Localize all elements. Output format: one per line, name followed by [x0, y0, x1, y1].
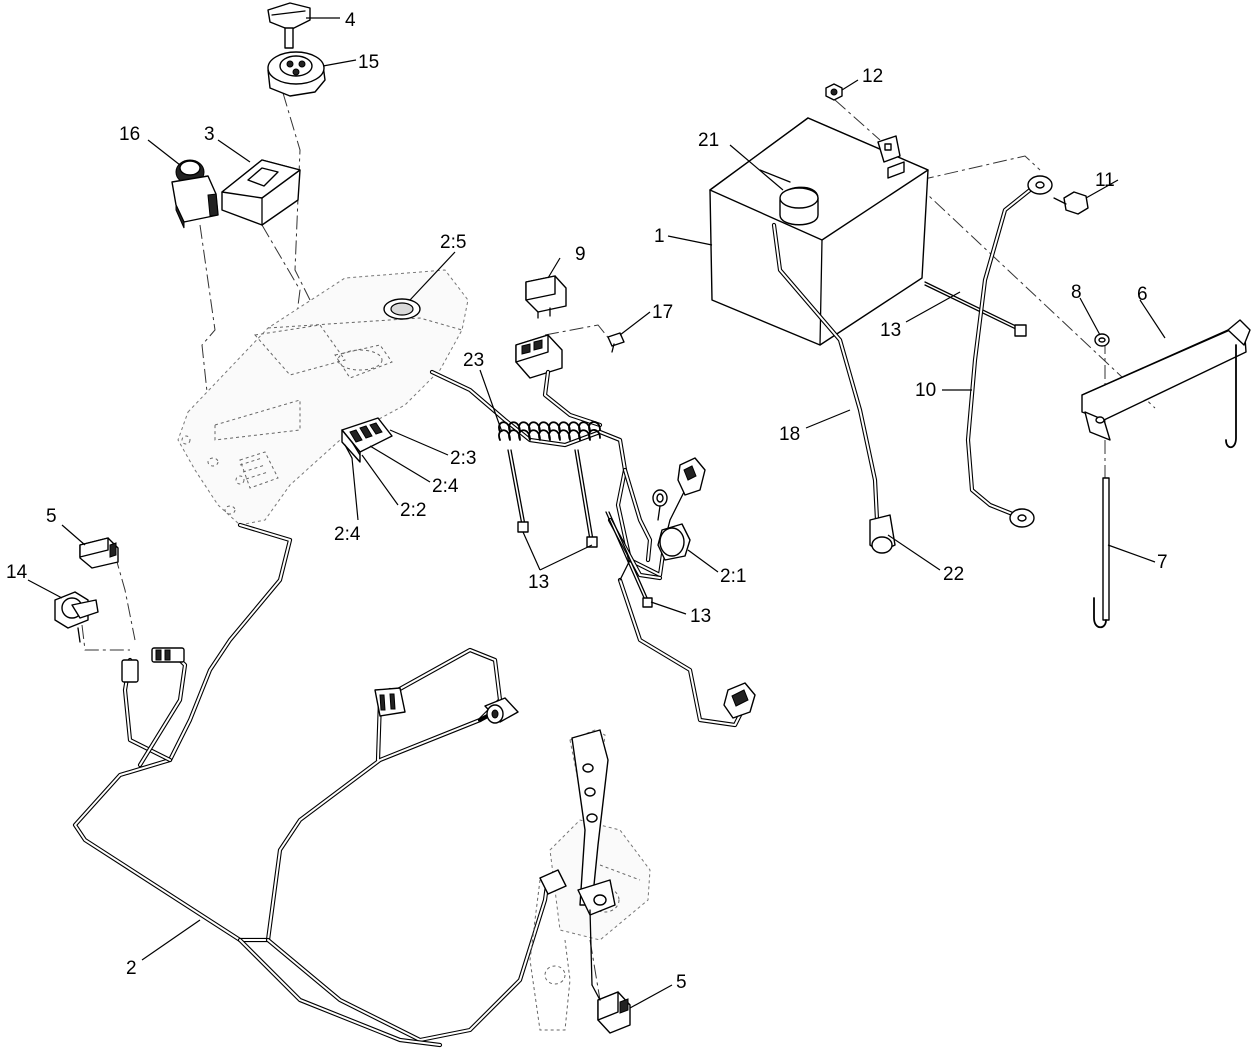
callout-13-center: 13	[528, 572, 549, 593]
relay-9	[525, 275, 567, 319]
cable-ties-13	[507, 281, 1027, 608]
callout-15: 15	[358, 52, 379, 73]
wing-nut-8	[1094, 333, 1110, 347]
callout-1: 1	[654, 226, 665, 247]
callout-21: 21	[698, 130, 719, 151]
callout-2-4-left: 2:4	[334, 524, 361, 545]
callout-13-lower: 13	[690, 606, 711, 627]
callout-9: 9	[575, 244, 586, 265]
callout-11: 11	[1095, 170, 1115, 191]
callout-2-4-right: 2:4	[432, 476, 459, 497]
harness-connectors	[121, 647, 519, 724]
main-wiring-harness	[72, 522, 551, 1048]
callout-2-5: 2:5	[440, 232, 466, 253]
leader-lines	[27, 17, 1166, 1009]
callout-2-3: 2:3	[450, 448, 476, 469]
callout-16: 16	[119, 124, 140, 145]
connector-2-1	[652, 457, 756, 719]
callout-6: 6	[1137, 284, 1148, 305]
callout-5-lower: 5	[676, 972, 687, 993]
console-panel-ghost	[177, 269, 469, 526]
hold-down-bracket-6	[1081, 319, 1251, 449]
secondary-harness	[429, 369, 748, 728]
callout-22: 22	[943, 564, 964, 585]
callout-2: 2	[126, 958, 137, 979]
seat-lever	[539, 729, 616, 916]
nut-12	[825, 83, 843, 101]
j-bolt-7	[1093, 477, 1110, 629]
ignition-key-4	[267, 2, 311, 49]
callout-labels: 4 15 16 3 2:5 9 17 23 2:3 2:4 2:2 2:4 13…	[6, 10, 1168, 993]
interlock-switch-14	[54, 591, 99, 643]
callout-17: 17	[652, 302, 673, 323]
positive-cable-18	[771, 186, 896, 554]
pto-switch-16	[171, 159, 219, 229]
negative-cable-10	[965, 175, 1053, 528]
callout-13-battery: 13	[880, 320, 901, 341]
callout-4: 4	[345, 10, 356, 31]
callout-2-2: 2:2	[400, 500, 426, 521]
relay-socket	[515, 334, 563, 379]
grommet-2-5	[383, 298, 421, 320]
callout-5-upper: 5	[46, 506, 57, 527]
callout-23: 23	[463, 350, 484, 371]
interlock-switch-5-lower	[589, 909, 631, 1034]
battery-1	[709, 117, 929, 346]
callout-12: 12	[862, 66, 883, 87]
interlock-switch-5-upper	[79, 537, 119, 569]
callout-3: 3	[204, 124, 215, 145]
ignition-switch-15	[267, 51, 326, 97]
callout-2-1: 2:1	[720, 566, 746, 587]
callout-7: 7	[1157, 552, 1168, 573]
callout-8: 8	[1071, 282, 1082, 303]
callout-10: 10	[915, 380, 936, 401]
callout-18: 18	[779, 424, 800, 445]
bolt-11	[1053, 191, 1089, 215]
callout-14: 14	[6, 562, 28, 583]
hour-meter-3	[221, 159, 301, 226]
fuse-block	[341, 417, 393, 463]
coil-harness-23	[498, 421, 601, 441]
screw-17	[607, 332, 625, 353]
